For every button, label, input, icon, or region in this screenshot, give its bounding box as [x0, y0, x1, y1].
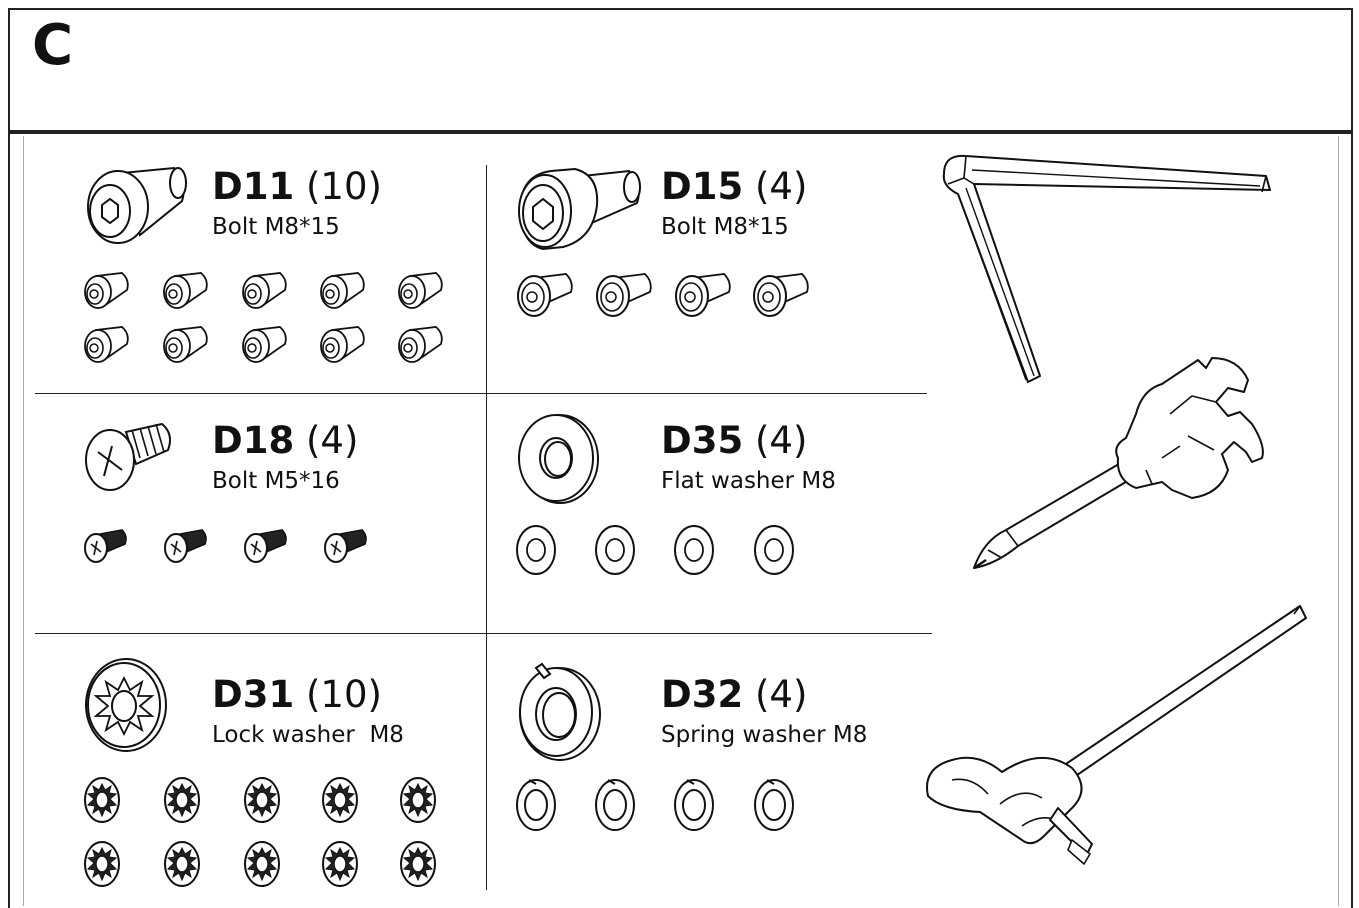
toothed-lock-washer-icon — [82, 656, 170, 754]
grid-divider-row1 — [35, 393, 927, 394]
d11-bolt-grid — [84, 272, 443, 363]
part-description-d11: Bolt M8*15 — [212, 214, 340, 240]
section-header: C — [10, 10, 1351, 134]
spring-washer-icon — [516, 660, 604, 764]
t-handle-hex-key-icon — [922, 600, 1312, 876]
button-head-hex-bolt-icon — [82, 163, 192, 253]
part-description-d35: Flat washer M8 — [661, 468, 836, 494]
part-quantity: (4) — [754, 165, 808, 208]
body-right-border — [1338, 136, 1339, 906]
grid-divider-column — [486, 165, 487, 890]
body-left-border — [23, 136, 24, 906]
page-frame — [8, 8, 1353, 908]
part-code-d32: D32 (4) — [661, 676, 807, 713]
part-description-d32: Spring washer M8 — [661, 722, 868, 748]
l-hex-key-icon — [936, 150, 1276, 386]
part-number: D32 — [661, 673, 744, 716]
part-quantity: (4) — [754, 419, 808, 462]
multi-wrench-screwdriver-icon — [966, 354, 1310, 580]
flat-washer-icon — [516, 412, 606, 504]
part-code-d11: D11 (10) — [212, 168, 382, 205]
part-code-d31: D31 (10) — [212, 676, 382, 713]
part-quantity: (4) — [754, 673, 808, 716]
part-description-d18: Bolt M5*16 — [212, 468, 340, 494]
part-quantity: (4) — [305, 419, 359, 462]
socket-cap-bolt-icon — [513, 163, 643, 263]
part-number: D15 — [661, 165, 744, 208]
part-quantity: (10) — [305, 673, 382, 716]
part-description-d15: Bolt M8*15 — [661, 214, 789, 240]
part-number: D35 — [661, 419, 744, 462]
phillips-pan-head-bolt-icon — [82, 418, 178, 498]
part-quantity: (10) — [305, 165, 382, 208]
d32-washer-row — [516, 779, 794, 831]
part-description-d31: Lock washer M8 — [212, 722, 404, 748]
d31-washer-grid — [84, 777, 436, 887]
section-letter: C — [32, 13, 74, 78]
d35-washer-row — [516, 525, 794, 575]
part-code-d15: D15 (4) — [661, 168, 807, 205]
grid-divider-row2 — [35, 633, 932, 634]
part-number: D18 — [212, 419, 295, 462]
part-code-d35: D35 (4) — [661, 422, 807, 459]
d18-bolt-row — [84, 529, 367, 563]
d15-bolt-row — [517, 273, 809, 317]
part-number: D31 — [212, 673, 295, 716]
part-number: D11 — [212, 165, 295, 208]
part-code-d18: D18 (4) — [212, 422, 358, 459]
